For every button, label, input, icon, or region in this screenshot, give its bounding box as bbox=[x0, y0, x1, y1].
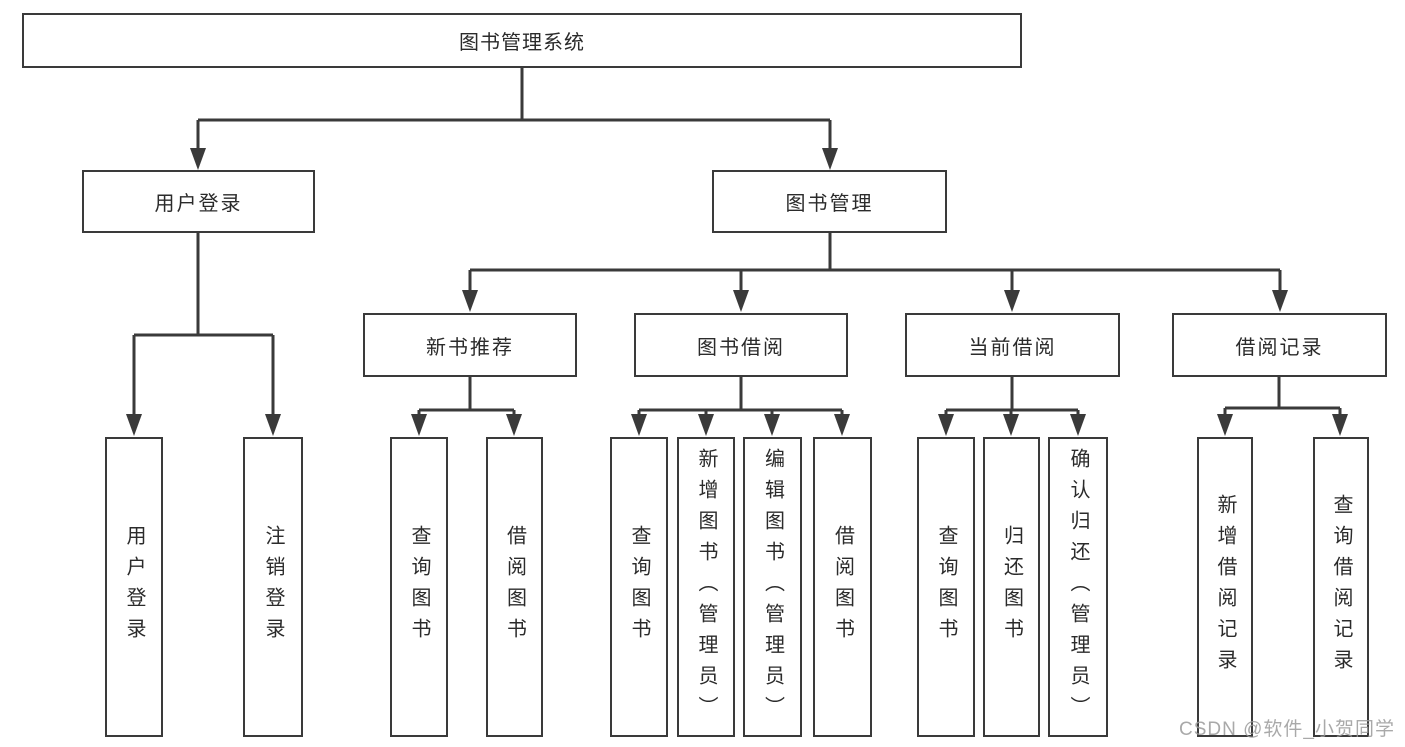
leaf-query-books-1: 查询图书 bbox=[390, 437, 448, 737]
node-root-label: 图书管理系统 bbox=[459, 32, 585, 54]
leaf-query-borrow-record: 查询借阅记录 bbox=[1313, 437, 1369, 737]
connector-root-to-level2 bbox=[190, 68, 838, 170]
leaf-borrow-books-1: 借阅图书 bbox=[486, 437, 543, 737]
leaf-add-borrow-record-label: 新增借阅记录 bbox=[1214, 494, 1236, 680]
node-book-management-label: 图书管理 bbox=[785, 193, 874, 215]
leaf-query-books-2-label: 查询图书 bbox=[628, 525, 650, 649]
node-borrowing-records: 借阅记录 bbox=[1172, 313, 1387, 377]
node-user-login: 用户登录 bbox=[82, 170, 315, 233]
node-current-borrowing-label: 当前借阅 bbox=[968, 336, 1057, 359]
node-current-borrowing: 当前借阅 bbox=[905, 313, 1120, 377]
leaf-borrow-books-2-label: 借阅图书 bbox=[831, 525, 854, 649]
connector-book-borrowing-to-leaves bbox=[631, 377, 850, 436]
node-book-borrowing: 图书借阅 bbox=[634, 313, 848, 377]
leaf-query-books-1-label: 查询图书 bbox=[408, 525, 430, 649]
leaf-logout: 注销登录 bbox=[243, 437, 303, 737]
leaf-edit-books-admin-label: 编辑图书（管理员） bbox=[761, 447, 784, 727]
node-borrowing-records-label: 借阅记录 bbox=[1235, 336, 1324, 359]
leaf-add-books-admin: 新增图书（管理员） bbox=[677, 437, 735, 737]
node-root: 图书管理系统 bbox=[22, 13, 1022, 68]
node-book-borrowing-label: 图书借阅 bbox=[697, 336, 785, 359]
leaf-user-login: 用户登录 bbox=[105, 437, 163, 737]
leaf-return-books: 归还图书 bbox=[983, 437, 1040, 737]
leaf-add-borrow-record: 新增借阅记录 bbox=[1197, 437, 1253, 737]
node-book-management: 图书管理 bbox=[712, 170, 947, 233]
leaf-query-books-3: 查询图书 bbox=[917, 437, 975, 737]
leaf-borrow-books-2: 借阅图书 bbox=[813, 437, 872, 737]
leaf-query-borrow-record-label: 查询借阅记录 bbox=[1330, 494, 1352, 680]
leaf-confirm-return-admin: 确认归还（管理员） bbox=[1048, 437, 1108, 737]
node-new-book-recommendation-label: 新书推荐 bbox=[426, 336, 514, 359]
connector-user-login-to-leaves bbox=[126, 233, 281, 436]
watermark: CSDN @软件_小贺同学 bbox=[1179, 719, 1395, 740]
leaf-return-books-label: 归还图书 bbox=[1000, 525, 1023, 649]
connector-current-borrowing-to-leaves bbox=[938, 377, 1086, 436]
connector-new-book-recommendation-to-leaves bbox=[411, 377, 522, 436]
leaf-edit-books-admin: 编辑图书（管理员） bbox=[743, 437, 802, 737]
leaf-add-books-admin-label: 新增图书（管理员） bbox=[695, 447, 717, 727]
connector-book-management-to-level3 bbox=[462, 233, 1288, 312]
leaf-query-books-2: 查询图书 bbox=[610, 437, 668, 737]
leaf-logout-label: 注销登录 bbox=[262, 525, 284, 649]
connector-borrowing-records-to-leaves bbox=[1217, 377, 1348, 436]
leaf-confirm-return-admin-label: 确认归还（管理员） bbox=[1067, 447, 1089, 727]
leaf-query-books-3-label: 查询图书 bbox=[935, 525, 957, 649]
leaf-borrow-books-1-label: 借阅图书 bbox=[503, 525, 526, 649]
leaf-user-login-label: 用户登录 bbox=[123, 525, 145, 649]
node-user-login-label: 用户登录 bbox=[154, 193, 243, 215]
node-new-book-recommendation: 新书推荐 bbox=[363, 313, 577, 377]
